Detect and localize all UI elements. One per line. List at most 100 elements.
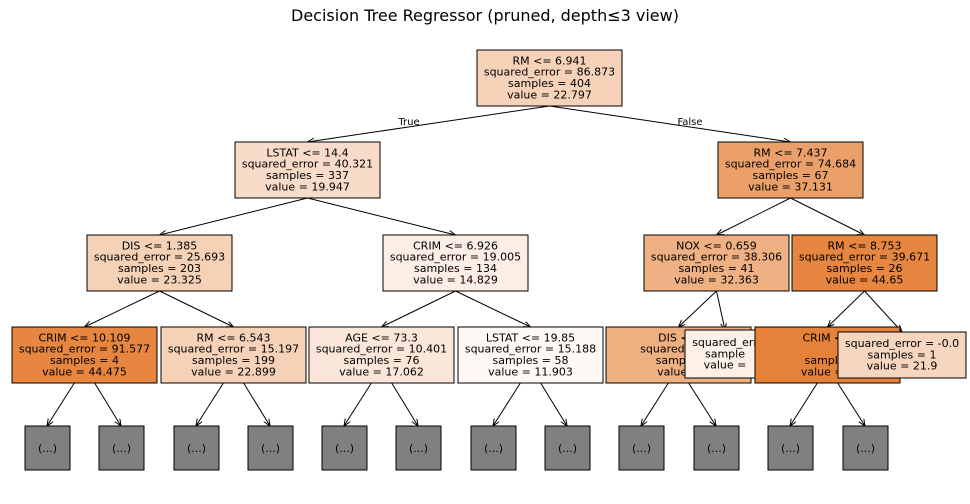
node-box xyxy=(160,326,307,384)
node-text-line: RM <= 6.941 xyxy=(512,54,586,67)
truncated-leaf: (...) xyxy=(767,425,814,471)
node-text-line: sample xyxy=(705,347,745,360)
node-text-line: samples = 67 xyxy=(753,169,829,182)
node-box xyxy=(684,329,766,379)
edges-layer: True False xyxy=(47,105,903,426)
node-text-line: value = 14.829 xyxy=(413,273,498,286)
edge-to-truncated-3 xyxy=(243,382,270,426)
edge-n2-n6 xyxy=(790,197,865,235)
node-text-line: RM <= 8.753 xyxy=(827,239,901,252)
node-text-line: samples = 134 xyxy=(414,262,497,275)
edge-n2-n5 xyxy=(717,197,791,235)
truncated-leaf-box xyxy=(247,425,294,471)
node-box xyxy=(308,326,455,384)
truncated-leaf-box xyxy=(98,425,145,471)
node-text-line: LSTAT <= 14.4 xyxy=(266,146,348,159)
edge-n0-n2 xyxy=(549,105,791,142)
node-text-line: squared_error = 39.671 xyxy=(799,251,930,264)
node-text-line: samples = 199 xyxy=(192,354,275,367)
node-text-line: squared_err xyxy=(692,336,758,349)
node-text-line: CRIM <= 6.926 xyxy=(413,239,498,252)
node-text-line: RM <= 6.543 xyxy=(196,331,270,344)
truncated-leaf-box xyxy=(842,425,889,471)
truncated-leaf-label: (...) xyxy=(484,442,503,455)
edge-to-truncated-11 xyxy=(837,382,865,426)
node-text-line: squared_error = -0.0 xyxy=(845,337,959,350)
truncated-leaf-label: (...) xyxy=(707,442,726,455)
edge-label-true: True xyxy=(397,117,419,128)
node-text-line: value = 22.797 xyxy=(507,88,592,101)
truncated-leaf-label: (...) xyxy=(558,442,577,455)
node-text-line: samples = 203 xyxy=(118,262,201,275)
edge-n3-n8 xyxy=(159,290,234,327)
node-text-line: value = 23.325 xyxy=(117,273,202,286)
node-text-line: squared_error = 86.873 xyxy=(484,66,615,79)
edge-n4-n9 xyxy=(382,290,456,327)
node-text-line: value = 37.131 xyxy=(748,180,833,193)
truncated-leaf: (...) xyxy=(395,425,442,471)
edge-n5-n11 xyxy=(679,290,717,327)
edge-n1-n3 xyxy=(160,197,308,235)
edge-to-truncated-10 xyxy=(790,382,818,426)
edge-n6-n14 xyxy=(864,290,903,332)
truncated-leaf: (...) xyxy=(24,425,71,471)
node-text-line: value = 32.363 xyxy=(674,273,759,286)
node-text-line: samples = 76 xyxy=(344,354,420,367)
node-text-line: squared_error = 74.684 xyxy=(725,158,856,171)
truncated-leaf-label: (...) xyxy=(261,442,280,455)
edge-n1-n4 xyxy=(307,197,456,235)
edge-to-truncated-5 xyxy=(391,382,418,426)
node-text-line: LSTAT <= 19.85 xyxy=(486,331,575,344)
edge-to-truncated-6 xyxy=(493,382,521,426)
node-text-line: value = xyxy=(704,359,747,372)
edge-n4-n10 xyxy=(455,290,531,327)
node-text-line: CRIM <= 10.109 xyxy=(39,331,131,344)
node-text-line: value = 44.65 xyxy=(826,273,904,286)
edge-n5-n12 xyxy=(716,290,726,330)
truncated-leaf-box xyxy=(470,425,517,471)
node-box xyxy=(457,326,604,384)
node-text-line: squared_error = 15.197 xyxy=(168,343,299,356)
edge-to-truncated-4 xyxy=(344,382,372,426)
node-text-line: squared_error = 38.306 xyxy=(651,251,782,264)
edge-label-false: False xyxy=(677,117,702,128)
truncated-leaf-box xyxy=(544,425,591,471)
node-text-line: DIS <= 1.385 xyxy=(122,239,198,252)
edge-to-truncated-8 xyxy=(641,382,669,426)
truncated-leaf-label: (...) xyxy=(38,442,57,455)
node-text-line: squared_error = 19.005 xyxy=(390,251,521,264)
edge-n3-n7 xyxy=(85,290,160,327)
edge-n6-n13 xyxy=(828,290,865,327)
truncated-leaf-label: (...) xyxy=(335,442,354,455)
node-text-line: squared_error = 15.188 xyxy=(465,343,596,356)
truncated-leaves-layer: (...) (...) (...) (...) (...) (...) (...) (...)… xyxy=(24,425,889,471)
figure-title: Decision Tree Regressor (pruned, depth≤3… xyxy=(291,6,679,25)
edge-to-truncated-2 xyxy=(196,382,224,426)
node-box xyxy=(476,49,623,107)
node-text-line: samples = 404 xyxy=(508,77,591,90)
truncated-leaf-box xyxy=(321,425,368,471)
truncated-leaf: (...) xyxy=(544,425,591,471)
node-box xyxy=(86,234,233,292)
node-box xyxy=(382,234,529,292)
truncated-leaf: (...) xyxy=(173,425,220,471)
truncated-leaf: (...) xyxy=(470,425,517,471)
node-text-line: samples = 337 xyxy=(266,169,349,182)
node-text-line: AGE <= 73.3 xyxy=(345,331,418,344)
node-text-line: value = 21.9 xyxy=(867,360,938,373)
node-text-line: value = 11.903 xyxy=(488,365,573,378)
truncated-leaf-box xyxy=(618,425,665,471)
